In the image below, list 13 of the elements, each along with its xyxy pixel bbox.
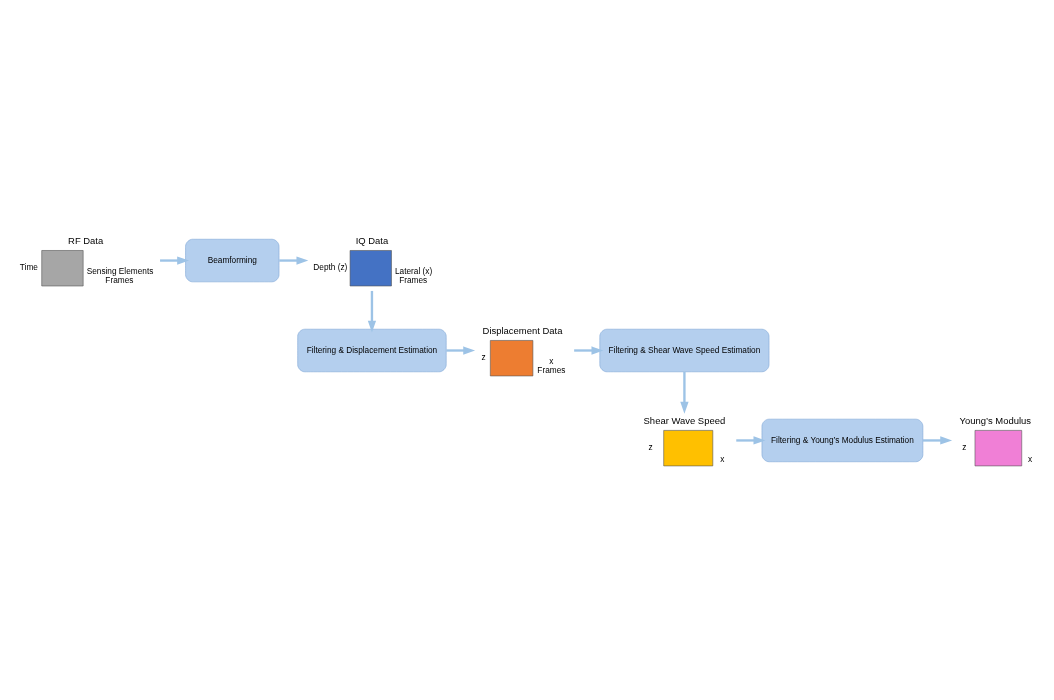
arrow: [574, 345, 604, 355]
arrow: [680, 371, 689, 414]
arrow: [367, 290, 377, 333]
arrow: [446, 345, 476, 355]
arrow: [279, 255, 309, 265]
arrow: [736, 435, 766, 445]
arrow: [160, 255, 190, 265]
node-label: IQ Data: [355, 234, 389, 246]
node-label: Shear Wave Speed: [643, 414, 726, 426]
node-label: Displacement Data: [482, 324, 563, 336]
arrow: [922, 435, 953, 445]
node-label: Young’s Modulus: [959, 414, 1032, 426]
node-label: RF Data: [68, 234, 104, 246]
